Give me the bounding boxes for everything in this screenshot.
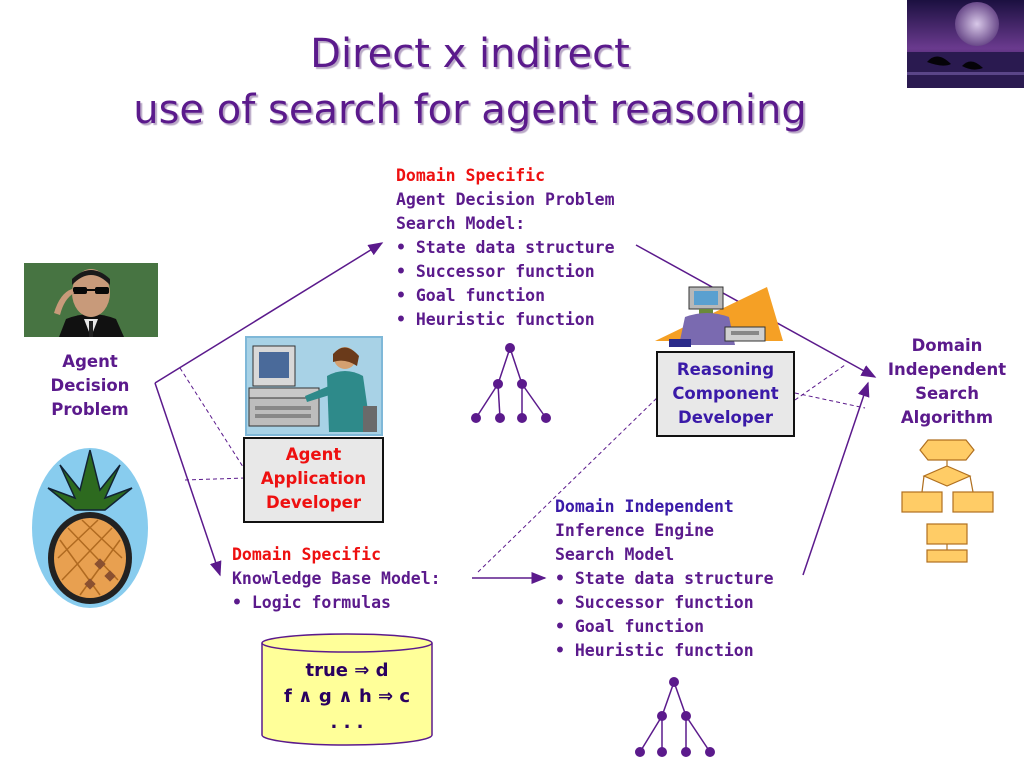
app-developer-line: Agent	[285, 445, 342, 464]
inference-model-line: • Successor function	[555, 593, 754, 612]
kb-formula-line: . . .	[330, 712, 364, 733]
inference-model-line: • Goal function	[555, 617, 705, 636]
search-algorithm-line: Domain	[911, 336, 983, 355]
app-developer-line: Application	[260, 469, 367, 488]
search-model-line: • Heuristic function	[396, 310, 595, 329]
robot-programmer-icon	[655, 283, 785, 353]
kb-formula-line: f ∧ g ∧ h ⇒ c	[283, 686, 411, 707]
database-cylinder-icon	[261, 633, 433, 747]
search-tree-icon	[466, 340, 556, 425]
search-algorithm-line: Search	[915, 384, 979, 403]
page-title-line1: Direct x indirect	[310, 31, 630, 77]
domain-specific-kb-model: Domain Specific Knowledge Base Model: • …	[232, 543, 441, 615]
agent-problem-line: Decision	[50, 376, 130, 395]
kb-model-line: • Logic formulas	[232, 593, 391, 612]
search-model-line: • Goal function	[396, 286, 546, 305]
reasoning-developer-line: Component	[672, 384, 779, 403]
kb-model-line: Knowledge Base Model:	[232, 569, 441, 588]
search-algorithm-line: Independent	[887, 360, 1007, 379]
search-algorithm-label: Domain Independent Search Algorithm	[884, 334, 1010, 430]
page-title-line2: use of search for agent reasoning	[133, 87, 807, 133]
inference-model-line: Inference Engine	[555, 521, 714, 540]
arrow-to-kb-model	[154, 382, 222, 577]
pineapple-icon	[30, 440, 150, 610]
kb-formulas: true ⇒ d f ∧ g ∧ h ⇒ c . . .	[261, 658, 433, 736]
arrow-to-search-model	[154, 242, 384, 384]
kb-formula-line: true ⇒ d	[305, 660, 389, 681]
inference-model-heading: Domain Independent	[555, 497, 734, 516]
agent-problem-line: Problem	[51, 400, 129, 419]
agent-decision-problem-label: Agent Decision Problem	[40, 350, 140, 422]
search-model-line: Agent Decision Problem	[396, 190, 615, 209]
inference-model-line: • Heuristic function	[555, 641, 754, 660]
kb-model-heading: Domain Specific	[232, 545, 382, 564]
search-algorithm-line: Algorithm	[900, 408, 994, 427]
search-tree-icon	[630, 674, 720, 760]
agent-problem-line: Agent	[62, 352, 118, 371]
inference-model-line: • State data structure	[555, 569, 774, 588]
inference-model-line: Search Model	[555, 545, 675, 564]
arrow-from-inference-to-algorithm	[802, 381, 870, 576]
man-with-sunglasses-photo	[24, 263, 158, 337]
search-model-line: • State data structure	[396, 238, 615, 257]
reasoning-developer-line: Reasoning	[676, 360, 775, 379]
search-model-line: Search Model:	[396, 214, 526, 233]
agent-application-developer-box: Agent Application Developer	[243, 437, 384, 523]
domain-specific-search-model: Domain Specific Agent Decision Problem S…	[396, 164, 615, 332]
search-model-line: • Successor function	[396, 262, 595, 281]
domain-independent-inference-model: Domain Independent Inference Engine Sear…	[555, 495, 774, 663]
reasoning-component-developer-box: Reasoning Component Developer	[656, 351, 795, 437]
night-scene-photo	[907, 0, 1024, 88]
flowchart-icon	[900, 438, 995, 564]
app-developer-line: Developer	[266, 493, 361, 512]
reasoning-developer-line: Developer	[678, 408, 773, 427]
search-model-heading: Domain Specific	[396, 166, 546, 185]
programmer-at-computer-icon	[245, 336, 383, 436]
